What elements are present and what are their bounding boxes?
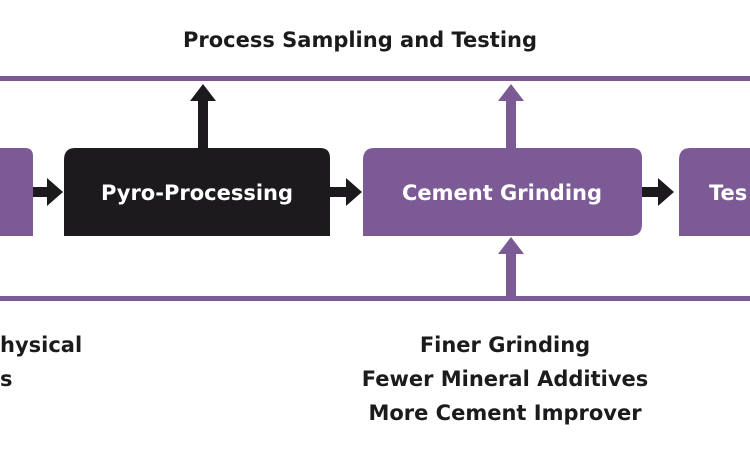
- bottom-feedback-line: [0, 296, 750, 301]
- cement-note-line-3: More Cement Improver: [368, 401, 642, 425]
- cement-grinding-box: [363, 148, 642, 236]
- left-notes: hysical s: [0, 328, 110, 396]
- diagram-title: Process Sampling and Testing: [182, 28, 538, 52]
- arrow-head-2: [346, 178, 362, 206]
- right-partial-box: [679, 148, 750, 236]
- top-sampling-line: [0, 76, 750, 81]
- cement-up-arrow-head: [498, 84, 524, 101]
- cement-grinding-notes: Finer Grinding Fewer Mineral Additives M…: [330, 328, 680, 430]
- pyro-processing-box: [64, 148, 330, 236]
- cement-feedback-arrow-head: [498, 237, 524, 254]
- cement-feedback-arrow-shaft: [506, 253, 516, 298]
- pyro-up-arrow-shaft: [198, 100, 208, 148]
- right-box-label: Tes: [709, 181, 747, 205]
- cement-note-line-2: Fewer Mineral Additives: [361, 367, 649, 391]
- left-partial-box: [0, 148, 33, 236]
- left-note-line-1: hysical: [0, 333, 83, 357]
- cement-note-line-1: Finer Grinding: [419, 333, 591, 357]
- arrow-shaft-2: [330, 187, 348, 197]
- arrow-shaft-3: [642, 187, 660, 197]
- cement-grinding-label: Cement Grinding: [402, 181, 602, 205]
- left-note-line-2: s: [0, 367, 13, 391]
- pyro-processing-label: Pyro-Processing: [101, 181, 293, 205]
- arrow-shaft-1: [33, 187, 49, 197]
- cement-up-arrow-shaft: [506, 100, 516, 148]
- pyro-up-arrow-head: [190, 84, 216, 101]
- arrow-head-1: [47, 178, 63, 206]
- arrow-head-3: [658, 178, 674, 206]
